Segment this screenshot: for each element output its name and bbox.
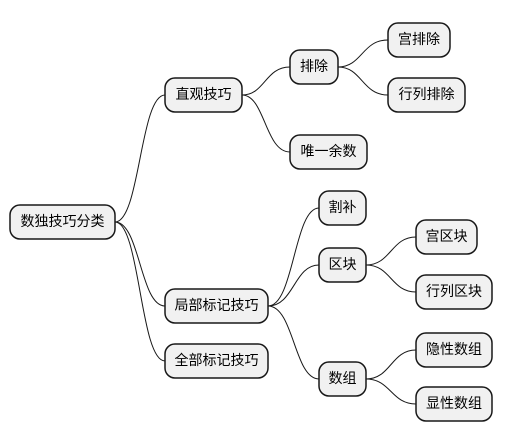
node-root: 数独技巧分类 (9, 204, 116, 240)
node-intuitive-label: 直观技巧 (176, 86, 232, 103)
node-hidden-array: 隐性数组 (415, 332, 493, 368)
edge-block-to-box-block (365, 236, 417, 266)
node-full-marking: 全部标记技巧 (164, 343, 269, 379)
node-hidden-array-label: 隐性数组 (426, 342, 482, 358)
nodes: 数独技巧分类 直观技巧 排除 宫排除 行列排除 唯一余数 局部标记技巧 割 (9, 22, 493, 422)
node-naked-array-label: 显性数组 (426, 396, 482, 412)
node-cut-fill: 割补 (318, 190, 367, 226)
edge-exclusion-to-box (337, 39, 389, 68)
node-local-marking-label: 局部标记技巧 (175, 298, 259, 314)
node-naked-single-label: 唯一余数 (301, 143, 357, 160)
edge-array-to-hidden (365, 349, 417, 380)
node-block: 区块 (318, 247, 367, 283)
edge-intuitive-to-naked-single (241, 94, 291, 153)
node-cut-fill-label: 割补 (329, 199, 357, 216)
edge-root-to-full-marking (114, 221, 166, 362)
node-exclusion-label: 排除 (300, 59, 328, 75)
edge-exclusion-to-row-col (337, 66, 389, 96)
edge-local-to-array (267, 305, 320, 380)
node-naked-single: 唯一余数 (289, 134, 368, 170)
node-box-block: 宫区块 (415, 219, 478, 255)
edge-local-to-cut-fill (267, 207, 320, 307)
node-array-label: 数组 (329, 371, 357, 387)
node-box-exclusion-label: 宫排除 (398, 32, 440, 48)
node-full-marking-label: 全部标记技巧 (175, 352, 259, 369)
node-row-col-block-label: 行列区块 (426, 284, 482, 300)
node-root-label: 数独技巧分类 (21, 214, 105, 230)
edge-block-to-row-col-block (365, 264, 417, 293)
edge-local-to-block (267, 264, 320, 307)
node-exclusion: 排除 (289, 49, 339, 85)
node-row-col-exclusion-label: 行列排除 (399, 87, 455, 103)
node-naked-array: 显性数组 (415, 386, 493, 422)
node-box-exclusion: 宫排除 (387, 22, 451, 58)
edge-root-to-intuitive (114, 94, 166, 223)
node-intuitive: 直观技巧 (164, 77, 243, 113)
edge-root-to-local-marking (114, 221, 166, 307)
node-block-label: 区块 (329, 257, 357, 273)
edges (114, 39, 417, 405)
node-row-col-exclusion: 行列排除 (387, 77, 466, 113)
node-array: 数组 (318, 361, 367, 397)
node-box-block-label: 宫区块 (426, 229, 468, 245)
edge-intuitive-to-exclusion (241, 66, 291, 96)
node-local-marking: 局部标记技巧 (164, 288, 269, 324)
node-row-col-block: 行列区块 (415, 274, 493, 310)
edge-array-to-naked (365, 378, 417, 405)
